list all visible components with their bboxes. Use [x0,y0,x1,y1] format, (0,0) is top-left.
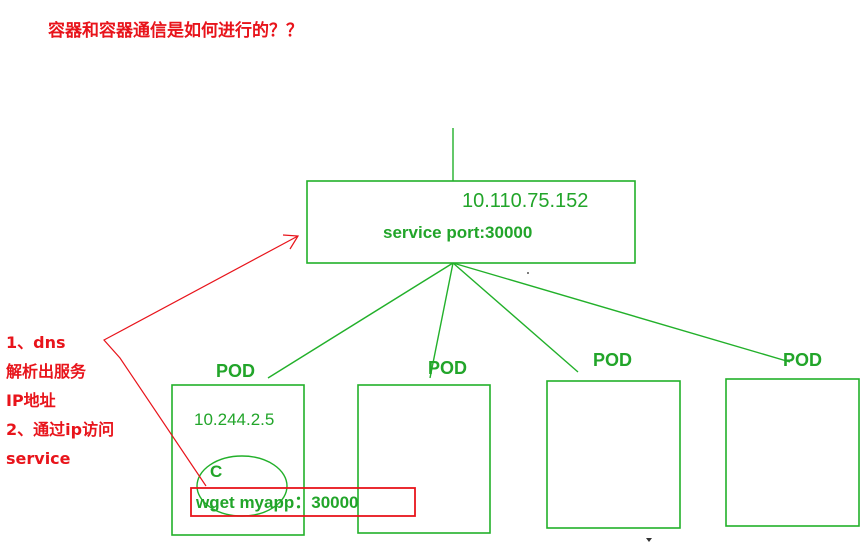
annotation-line-3: IP地址 [6,391,56,410]
container-command: wget myapp：30000 [195,493,359,512]
pod-4-label: POD [783,350,822,370]
diagram-title: 容器和容器通信是如何进行的？？ [48,20,303,41]
container-label: C [210,462,222,481]
service-to-pod-3-line [452,262,579,373]
pod-4-box [725,378,860,527]
service-port-label: service port:30000 [383,223,532,242]
service-ip: 10.110.75.152 [462,190,588,212]
pod-3-label: POD [593,350,632,370]
dns-lookup-arrow-path [103,235,299,487]
service-to-pod-2-line [429,262,454,379]
pod-3-box [546,380,681,529]
annotation-line-4: 2、通过ip访问 [6,420,114,439]
pod-1-box [171,384,305,536]
pod-2-box [357,384,491,534]
pod-1-ip: 10.244.2.5 [194,410,274,429]
service-box [306,180,636,264]
pod-1-label: POD [216,361,255,381]
stray-mark [646,538,652,542]
annotation-line-1: 1、dns [6,333,66,352]
pod-2-label: POD [428,358,467,378]
stray-dot [527,272,529,274]
service-to-pod-1-line [267,262,454,379]
command-highlight-box [190,487,416,517]
arrow-head-icon [282,234,300,250]
service-to-pod-4-line [452,262,791,363]
annotation-line-2: 解析出服务 [6,362,87,381]
annotation-line-5: service [6,449,71,468]
